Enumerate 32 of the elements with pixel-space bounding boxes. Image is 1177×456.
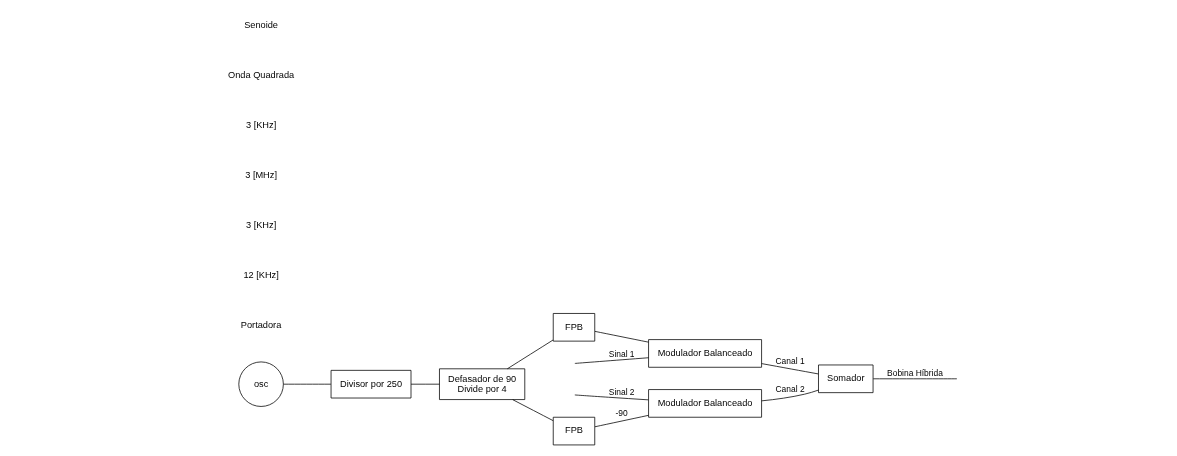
- connector: [506, 339, 554, 369]
- connector: [283, 383, 332, 385]
- label: Senoide: [244, 19, 279, 30]
- label: 3 [MHz]: [245, 169, 277, 180]
- connector: [872, 377, 958, 379]
- label: 12 [KHz]: [243, 269, 279, 280]
- label: Onda Quadrada: [228, 69, 295, 80]
- node-circle: osc: [238, 361, 284, 407]
- connector: [594, 414, 649, 427]
- label: Portadora: [240, 319, 282, 330]
- node-box: Defasador de 90 Divide por 4: [439, 367, 526, 400]
- node-box: FPB: [552, 416, 596, 445]
- edge-label: Sinal 2: [608, 386, 635, 397]
- edge-label: Sinal 1: [608, 348, 635, 359]
- node-box: Divisor por 250: [330, 369, 412, 398]
- node-box: Modulador Balanceado: [648, 338, 762, 368]
- connector: [574, 356, 649, 364]
- edge-label: Canal 1: [775, 355, 805, 366]
- connector: [594, 330, 649, 343]
- label: 3 [KHz]: [245, 219, 277, 230]
- connector: [410, 383, 440, 385]
- edge-label: Canal 2: [775, 383, 805, 394]
- connector: [574, 394, 649, 400]
- edge-label: -90: [615, 407, 628, 418]
- node-box: Somador: [818, 364, 874, 393]
- connector: [512, 398, 554, 421]
- connector: [761, 362, 819, 374]
- label: 3 [KHz]: [245, 119, 277, 130]
- node-box: FPB: [552, 312, 596, 341]
- edge-label: Bobina Híbrida: [887, 367, 943, 378]
- node-box: Modulador Balanceado: [648, 388, 762, 418]
- connector: [761, 389, 819, 401]
